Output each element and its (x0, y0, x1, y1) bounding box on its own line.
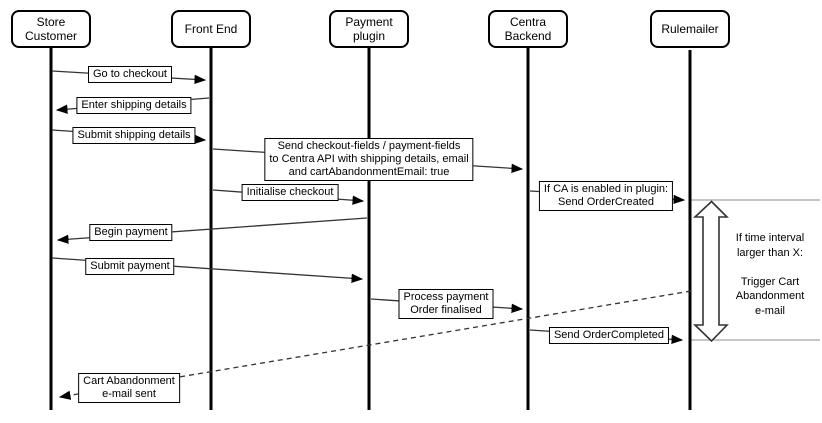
actor-front-end: Front End (171, 10, 251, 48)
message-label-process-payment: Process payment Order finalised (398, 289, 494, 319)
actor-store-customer: Store Customer (11, 10, 91, 48)
actor-rulemailer: Rulemailer (650, 10, 730, 48)
message-label-submit-payment: Submit payment (85, 258, 175, 275)
time-interval-double-arrow-icon (692, 200, 729, 343)
message-label-enter-shipping-details: Enter shipping details (76, 97, 192, 114)
message-label-send-checkout-fields: Send checkout-fields / payment-fields to… (264, 138, 474, 181)
message-label-initialise-checkout: Initialise checkout (241, 184, 339, 201)
message-label-submit-shipping-details: Submit shipping details (72, 127, 196, 144)
message-label-send-ordercompleted: Send OrderCompleted (548, 327, 670, 344)
actor-payment-plugin: Payment plugin (329, 10, 409, 48)
time-interval-note: If time interval larger than X: Trigger … (735, 232, 805, 317)
message-label-send-ordercreated: If CA is enabled in plugin: Send OrderCr… (538, 181, 674, 211)
actor-centra-backend: Centra Backend (488, 10, 568, 48)
message-label-go-to-checkout: Go to checkout (88, 66, 172, 83)
message-label-cart-abandonment-email: Cart Abandonment e-mail sent (78, 373, 180, 403)
message-label-begin-payment: Begin payment (89, 224, 173, 241)
